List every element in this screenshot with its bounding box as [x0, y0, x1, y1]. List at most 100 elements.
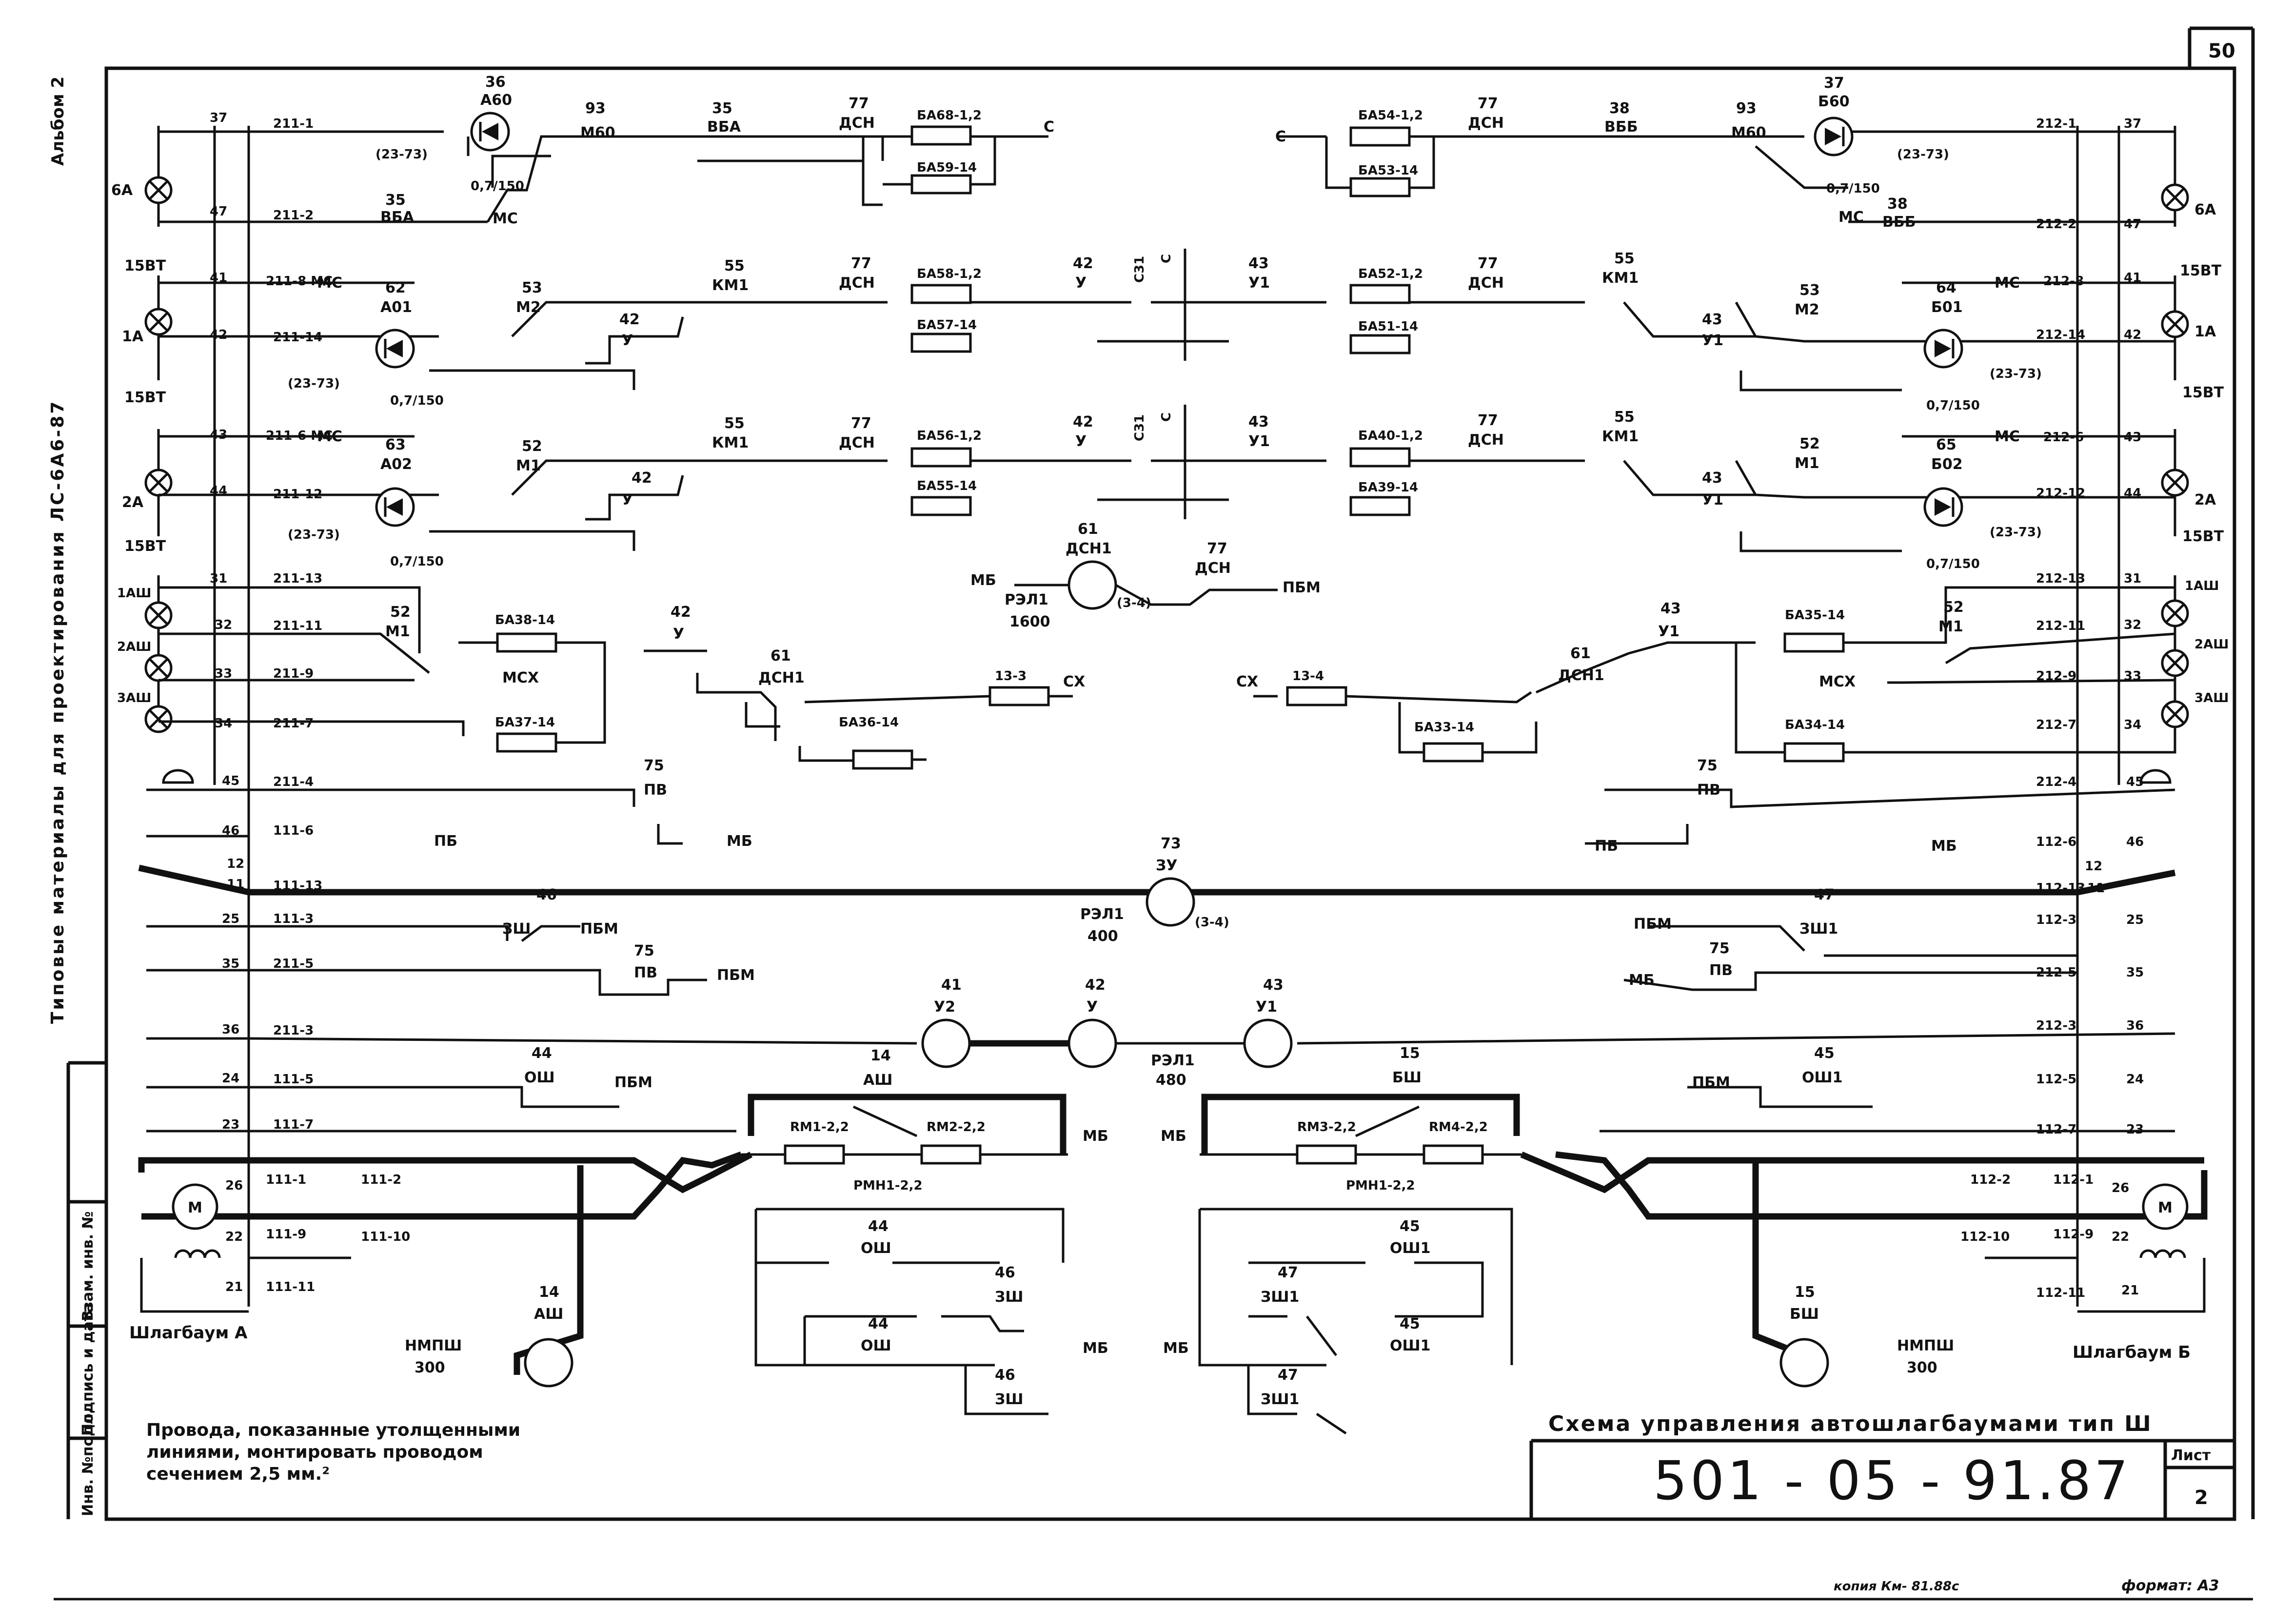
terminal-num: 42 [2124, 328, 2141, 342]
diode-a01 [375, 329, 415, 369]
bus-c31-label: С31 [1132, 414, 1147, 441]
wire-label: 211-14 [273, 330, 322, 345]
relay-num: 45 [1400, 1315, 1420, 1332]
inductor-left [174, 1249, 221, 1258]
relay-coil-u1 [1243, 1018, 1293, 1068]
relay-num: 46 [536, 886, 557, 903]
lamp-1ash-left [144, 601, 173, 629]
resistor-label: БА38-14 [495, 613, 555, 627]
wire-label: 212-5 [2036, 965, 2076, 980]
lamp-label: 2АШ [117, 640, 151, 654]
wire-label: 211-13 [273, 571, 322, 586]
relay-name: У [622, 332, 633, 349]
resistor-label: БА40-1,2 [1358, 429, 1423, 443]
wire-label: 112-7 [2036, 1122, 2076, 1137]
relay-num: 14 [870, 1047, 891, 1064]
wire-label: 212-6 [2043, 430, 2084, 445]
drawing-code: 501 - 05 - 91.87 [1653, 1449, 2131, 1512]
barrier-b-label: Шлагбаум Б [2073, 1343, 2191, 1362]
diode-ref: (23-73) [288, 376, 340, 391]
relay-name: ОШ [861, 1240, 891, 1257]
relay-name: А01 [380, 299, 412, 316]
relay-name: ЗШ1 [1261, 1391, 1299, 1408]
wire-label: 112-3 [2036, 913, 2076, 927]
relay-name: КМ1 [712, 434, 749, 451]
relay-num: 43 [1248, 255, 1269, 272]
nmpsh-value: 300 [415, 1359, 445, 1376]
wire-labels-right: 212-1 212-2 212-8 212-14 212-6 212-12 21… [1960, 117, 2094, 1300]
relay-coil-zu [1146, 877, 1195, 927]
relay-num: 47 [1814, 886, 1835, 903]
relay-name: БШ [1392, 1069, 1422, 1086]
lamp-label: 1АШ [2185, 579, 2219, 593]
resistor-label: РМН1-2,2 [853, 1178, 923, 1193]
drawing-title: Схема управления автошлагбаумами тип Ш [1548, 1411, 2153, 1436]
terminal-num: 34 [215, 716, 232, 731]
wire-label: 211-6 МС [266, 429, 333, 443]
wire-label: 211-8 МС [266, 274, 333, 289]
bus-pbm-label: ПБМ [614, 1074, 652, 1091]
relay-name: ДСН1 [1066, 540, 1112, 557]
row-2-wiring [158, 249, 2175, 391]
series-caption: Типовые материалы для проектирования ЛС-… [48, 400, 68, 1024]
wire-label: 111-9 [266, 1227, 306, 1242]
relay-num: 75 [1697, 757, 1718, 774]
terminal-num: 31 [210, 571, 227, 586]
terminal-num: 47 [210, 204, 227, 219]
diode-b01 [1923, 329, 1963, 369]
relay-num: 93 [585, 100, 606, 117]
relay-name: ЗШ [995, 1289, 1023, 1306]
diode-ref: (23-73) [288, 528, 340, 542]
relay-name: М60 [1731, 124, 1766, 141]
wire-label: 211-2 [273, 208, 314, 223]
lamp-power: 15ВТ [124, 257, 166, 274]
bus-c-label: С [1159, 254, 1174, 263]
resistor-label: БА53-14 [1358, 163, 1418, 178]
relay-num: 43 [1248, 413, 1269, 430]
relay-num: 38 [1887, 196, 1908, 213]
relay-num: 36 [485, 74, 506, 91]
terminal-num: 35 [222, 957, 239, 971]
terminal-num: 33 [2124, 669, 2141, 684]
lamp-label: 3АШ [2194, 691, 2229, 705]
stamp-field-1: Инв. №подл. [79, 1408, 97, 1516]
relay-num: 42 [1073, 255, 1093, 272]
relay-name: ВБА [707, 118, 741, 136]
relay-name: КМ1 [1602, 270, 1639, 287]
resistor-label: 13-4 [1292, 669, 1324, 684]
relay-num: 15 [1400, 1045, 1420, 1062]
wire-label: 212-12 [2036, 486, 2085, 501]
motor-circuits [138, 1151, 2208, 1375]
diode-rating: 0,7/150 [390, 393, 444, 408]
ref-34: (3-4) [1195, 915, 1229, 930]
terminal-num: 26 [225, 1178, 243, 1193]
diode-rating: 0,7/150 [471, 179, 524, 194]
relay-name: Б60 [1818, 93, 1850, 110]
wire-label: 211-5 [273, 957, 314, 971]
terminal-num: 12 [2085, 859, 2102, 874]
relay-num: 61 [1570, 645, 1591, 662]
terminal-num: 11 [227, 877, 244, 892]
diode-rating: 0,7/150 [1926, 557, 1980, 571]
bus-c31-label: С31 [1132, 256, 1147, 283]
bus-msh-label: МСХ [502, 669, 539, 686]
wire-label: 111-6 [273, 823, 314, 838]
bus-ms-label: МС [493, 210, 518, 227]
relay-num: 52 [1943, 599, 1964, 616]
bus-pbm-label: ПБМ [1283, 579, 1321, 596]
lamp-power: 15ВТ [2180, 262, 2222, 279]
relay-name: ДСН1 [1558, 667, 1604, 684]
resistor-label: БА56-1,2 [917, 429, 982, 443]
bus-ms-label: МС [1995, 274, 2020, 292]
relay-name: Б02 [1931, 456, 1963, 473]
diode-ref: (23-73) [375, 147, 428, 162]
resistor-label: RМ4-2,2 [1429, 1120, 1488, 1135]
relay-num: 46 [995, 1367, 1015, 1384]
wire-label: 112-1 [2053, 1173, 2094, 1187]
relay-name: ОШ1 [1802, 1069, 1842, 1086]
resistor-label: БА36-14 [839, 715, 899, 730]
relay-num: 42 [619, 311, 640, 328]
wire-label: 111-11 [266, 1280, 315, 1294]
wire-label: 211-7 [273, 716, 314, 731]
bus-sh-label: СХ [1236, 673, 1258, 690]
